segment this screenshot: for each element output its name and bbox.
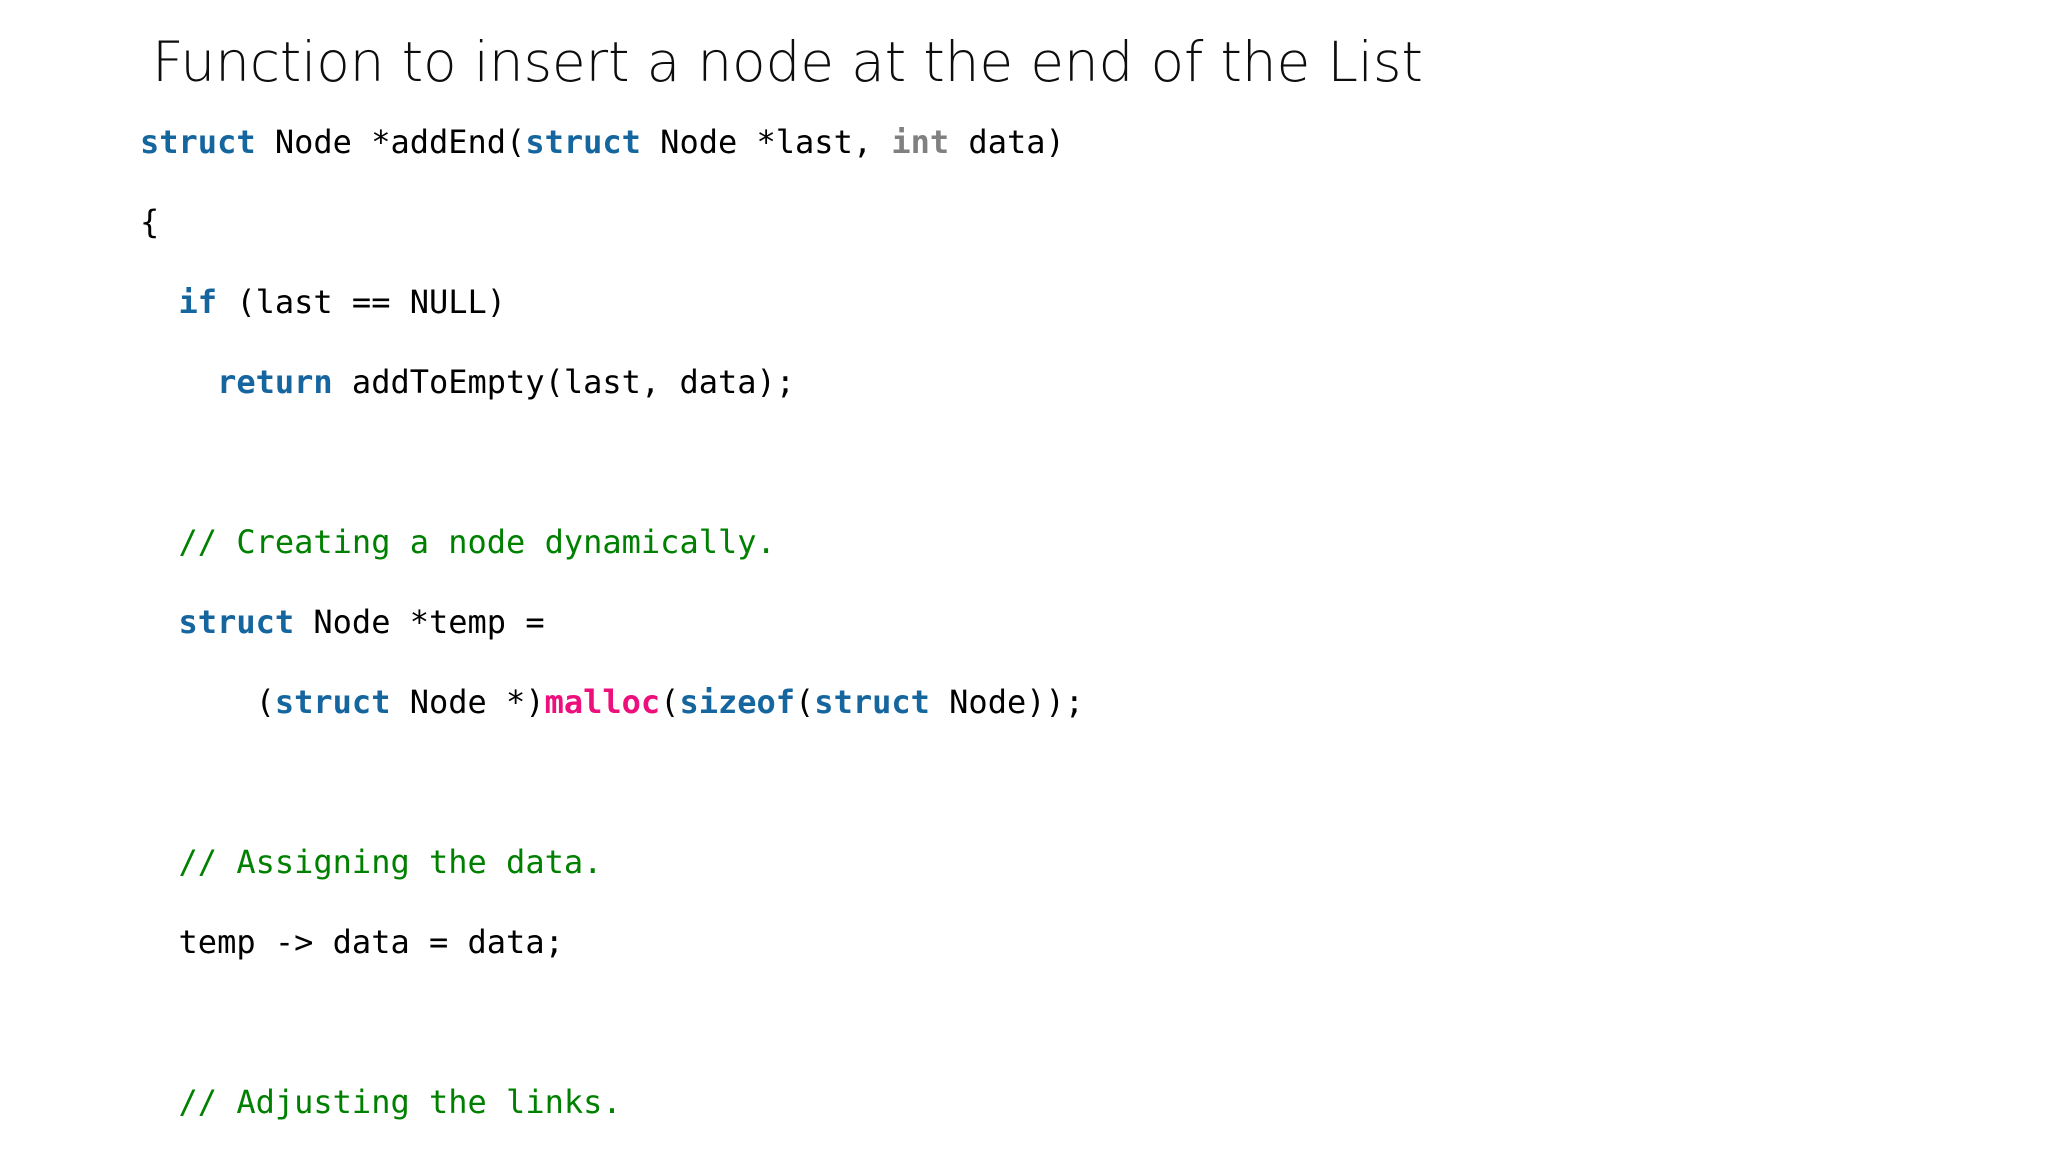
code-line: (struct Node *)malloc(sizeof(struct Node…: [140, 682, 1300, 722]
code-line: // Assigning the data.: [140, 842, 1300, 882]
code-token-plain: [140, 843, 179, 881]
code-token-plain: (: [660, 683, 680, 721]
code-line: struct Node *addEnd(struct Node *last, i…: [140, 122, 1300, 162]
code-line: [140, 762, 1300, 802]
code-token-plain: Node *temp =: [294, 603, 545, 641]
code-token-plain: (: [140, 683, 275, 721]
code-token-plain: (last == NULL): [217, 283, 507, 321]
code-token-keyword: if: [178, 283, 218, 321]
code-line: struct Node *temp =: [140, 602, 1300, 642]
code-token-plain: (: [795, 683, 815, 721]
page-title: Function to insert a node at the end of …: [152, 30, 1423, 94]
code-token-plain: [140, 523, 179, 561]
code-line: return addToEmpty(last, data);: [140, 362, 1300, 402]
code-token-plain: Node *addEnd(: [255, 123, 526, 161]
code-line: if (last == NULL): [140, 282, 1300, 322]
code-block: struct Node *addEnd(struct Node *last, i…: [140, 122, 1300, 1152]
code-token-keyword: struct: [274, 683, 391, 721]
code-token-keyword: struct: [525, 123, 641, 161]
code-token-comment: // Assigning the data.: [178, 843, 603, 881]
code-token-keyword: return: [217, 363, 333, 401]
code-token-plain: Node *last,: [640, 123, 892, 161]
code-token-plain: [140, 603, 179, 641]
code-line: [140, 442, 1300, 482]
code-token-comment: // Creating a node dynamically.: [178, 523, 776, 561]
code-line: [140, 1002, 1300, 1042]
code-token-plain: [140, 283, 179, 321]
code-token-plain: Node));: [929, 683, 1085, 721]
code-token-type: int: [891, 123, 950, 161]
code-line: temp -> data = data;: [140, 922, 1300, 962]
code-token-plain: temp -> data = data;: [140, 923, 564, 961]
code-token-plain: [140, 1083, 179, 1121]
code-token-comment: // Adjusting the links.: [178, 1083, 622, 1121]
code-token-keyword: struct: [178, 603, 295, 641]
code-line: {: [140, 202, 1300, 242]
code-token-plain: data): [949, 123, 1065, 161]
code-token-plain: [140, 363, 217, 401]
code-token-plain: addToEmpty(last, data);: [332, 363, 796, 401]
code-token-keyword: sizeof: [679, 683, 796, 721]
code-token-plain: {: [140, 203, 160, 241]
code-token-plain: Node *): [390, 683, 545, 721]
code-token-function: malloc: [544, 683, 661, 721]
code-token-keyword: struct: [140, 123, 256, 161]
code-line: // Creating a node dynamically.: [140, 522, 1300, 562]
code-line: // Adjusting the links.: [140, 1082, 1300, 1122]
code-token-keyword: struct: [814, 683, 930, 721]
